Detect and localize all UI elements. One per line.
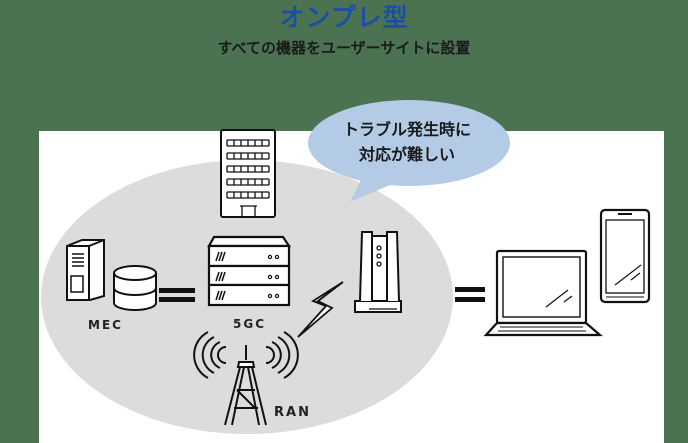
ran-label: RAN xyxy=(274,405,311,420)
diagram-subtitle: すべての機器をユーザーサイトに設置 xyxy=(217,39,471,57)
mec-core-link xyxy=(159,288,195,302)
laptop-icon xyxy=(483,249,603,337)
smartphone-icon xyxy=(599,208,651,304)
mec-server-icon xyxy=(66,239,105,301)
callout-line-1: トラブル発生時に xyxy=(342,120,471,139)
lightning-icon xyxy=(297,281,344,338)
core-label: 5GC xyxy=(233,317,267,331)
core-server-rack-icon xyxy=(207,235,292,307)
callout-text: トラブル発生時に 対応が難しい xyxy=(300,117,514,167)
database-icon xyxy=(113,265,157,311)
mec-label: MEC xyxy=(88,318,123,332)
callout-line-2: 対応が難しい xyxy=(358,145,455,164)
site-device-link xyxy=(455,287,485,302)
diagram-title: オンプレ型 xyxy=(279,3,409,32)
callout-bubble xyxy=(308,100,510,202)
building-icon xyxy=(220,129,276,218)
base-station-unit-icon xyxy=(354,231,402,313)
radio-tower-icon xyxy=(193,331,299,426)
